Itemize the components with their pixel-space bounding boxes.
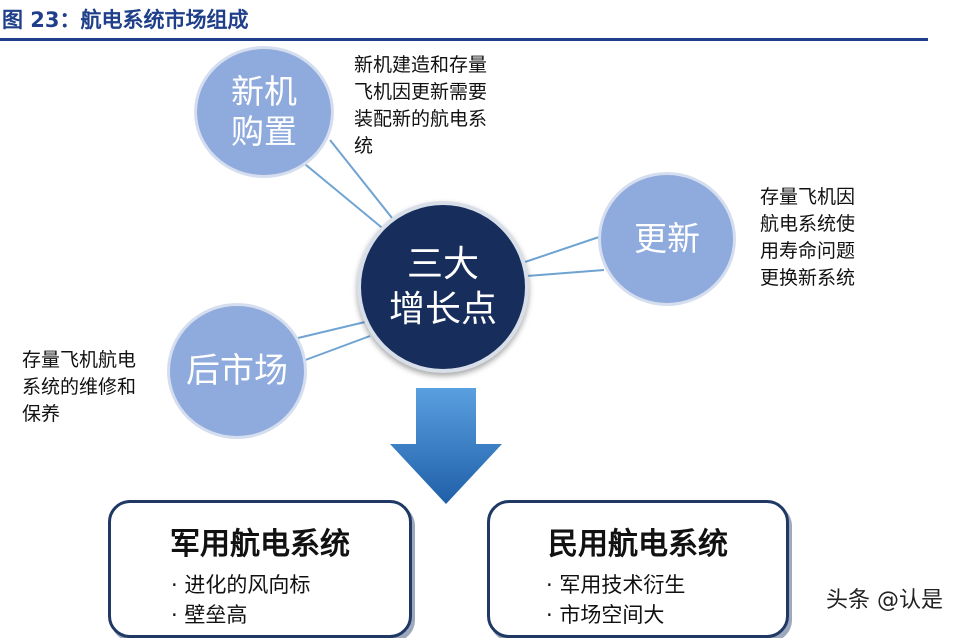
connector-aftermarket-2 [299, 335, 371, 363]
bubble-update: 更新 [598, 172, 736, 306]
box-civil-avionics: 民用航电系统 · 军用技术衍生 · 市场空间大 [487, 500, 789, 638]
connector-update-1 [524, 235, 603, 263]
watermark: 头条 @认是 [826, 588, 943, 613]
box-military-title: 军用航电系统 [170, 527, 350, 562]
box-military-item-2: · 壁垒高 [171, 603, 248, 627]
connector-new-purchase-1 [299, 159, 393, 237]
down-arrow-icon [390, 388, 502, 504]
box-civil-item-1: · 军用技术衍生 [546, 573, 686, 597]
figure-title: 图 23：航电系统市场组成 [2, 8, 249, 32]
connector-new-purchase-2 [329, 139, 401, 229]
connector-aftermarket-1 [297, 321, 366, 339]
box-civil-title: 民用航电系统 [548, 527, 728, 562]
bubble-new-purchase: 新机 购置 [194, 46, 334, 178]
note-aftermarket: 存量飞机航电 系统的维修和 保养 [22, 349, 137, 425]
box-military-avionics: 军用航电系统 · 进化的风向标 · 壁垒高 [108, 500, 412, 638]
note-new-purchase: 新机建造和存量 飞机因更新需要 装配新的航电系 统 [354, 54, 488, 157]
box-military-item-1: · 进化的风向标 [171, 573, 311, 597]
connector-update-2 [526, 269, 605, 277]
box-civil-item-2: · 市场空间大 [546, 603, 665, 627]
title-rule [0, 38, 928, 41]
bubble-aftermarket: 后市场 [167, 303, 307, 439]
note-update: 存量飞机因 航电系统使 用寿命问题 更换新系统 [760, 186, 856, 289]
hub-growth-points: 三大 增长点 [357, 201, 529, 373]
